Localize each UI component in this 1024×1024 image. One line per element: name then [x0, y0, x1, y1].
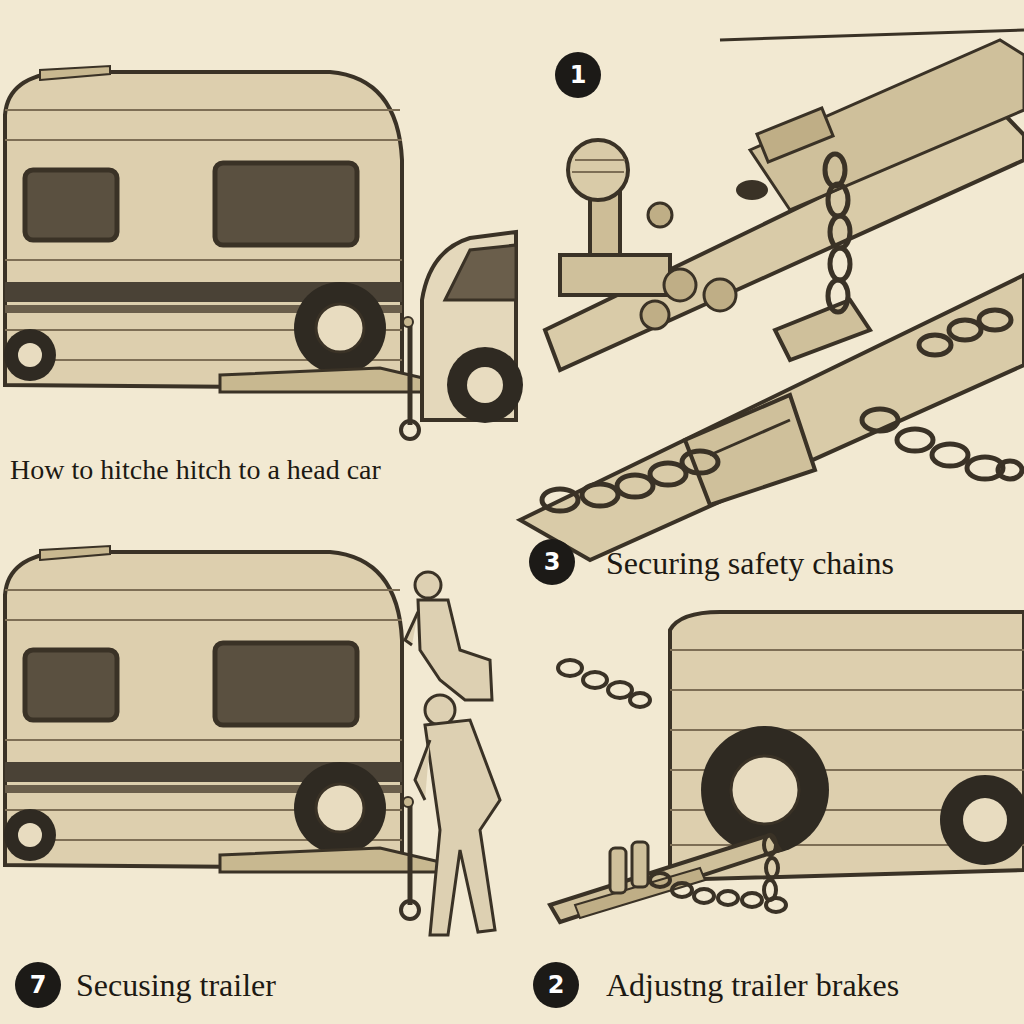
callout-circle: 2 [532, 961, 580, 1009]
callout-number: 3 [528, 538, 576, 586]
car [422, 232, 523, 423]
step-caption: Secusing trailer [76, 967, 276, 1004]
hitch-closeup [520, 30, 1024, 560]
caravan-panel-bottom [4, 546, 500, 935]
callout-circle: 1 [554, 51, 602, 99]
step-caption: Adjustng trailer brakes [606, 967, 899, 1004]
callout-number: 2 [532, 961, 580, 1009]
caravan-panel-top [4, 66, 523, 439]
step-caption: Securing safety chains [606, 545, 894, 582]
callout-circle: 7 [14, 961, 62, 1009]
callout-circle: 3 [528, 538, 576, 586]
safety-chain [542, 154, 1022, 511]
box-trailer [550, 612, 1024, 922]
person [405, 572, 500, 935]
callout-number: 7 [14, 961, 62, 1009]
panel-caption: How to hitche hitch to a head car [10, 454, 381, 486]
callout-number: 1 [554, 51, 602, 99]
